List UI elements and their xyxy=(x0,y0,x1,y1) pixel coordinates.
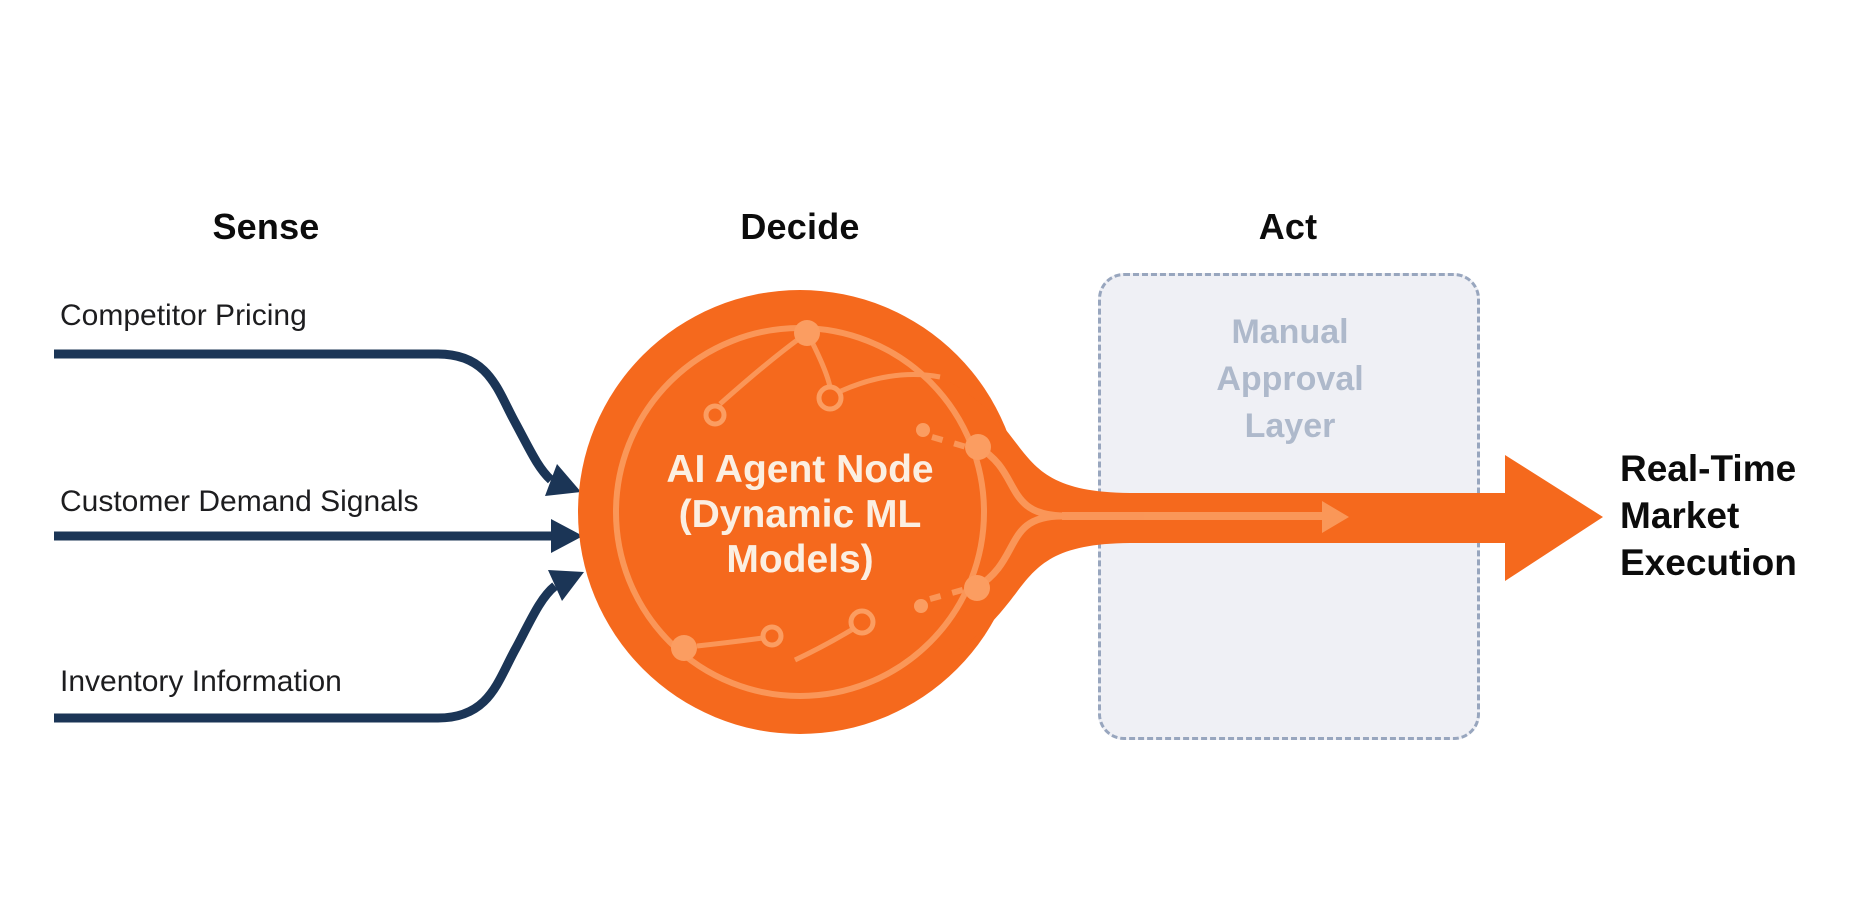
circuit-ring xyxy=(760,624,784,648)
agent-node-circle xyxy=(578,290,1022,734)
agent-node-label: AI Agent Node (Dynamic ML Models) xyxy=(666,448,934,581)
circuit-curve xyxy=(793,626,855,663)
circuit-dot xyxy=(965,434,991,460)
output-label-real-time-market-execution: Real-Time Market Execution xyxy=(1620,448,1797,583)
inventory-connector xyxy=(54,582,558,723)
circuit-ring xyxy=(703,403,727,427)
circuit-dot xyxy=(964,575,990,601)
inner-flow-arrowhead right-arrow-icon xyxy=(1322,501,1349,533)
input-label-customer-demand-signals: Customer Demand Signals xyxy=(60,485,419,518)
fork-bottom-curve xyxy=(975,512,1063,590)
circuit-dot xyxy=(794,320,820,346)
circuit-dashed-link xyxy=(931,434,971,451)
circuit-ring xyxy=(816,384,844,412)
circuit-dashed-link xyxy=(929,586,967,602)
circuit-curve xyxy=(839,372,941,394)
circuit-ring xyxy=(848,608,876,636)
fork-top-curve xyxy=(976,443,1063,520)
input-label-inventory-information: Inventory Information xyxy=(60,665,342,698)
circuit-curve xyxy=(718,335,802,406)
right-arrow-icon xyxy=(548,570,584,601)
input-connectors xyxy=(54,349,558,723)
competitor-pricing-connector xyxy=(54,349,555,484)
heading-sense: Sense xyxy=(212,206,320,247)
circuit-curve xyxy=(696,635,764,649)
right-arrow-icon xyxy=(551,519,583,553)
circuit-dot xyxy=(671,635,697,661)
circuit-dot-small xyxy=(914,599,928,613)
manual-approval-layer-label: Manual Approval Layer xyxy=(1216,313,1364,445)
node-circuit-dots xyxy=(671,320,991,661)
right-arrow-icon xyxy=(545,464,581,496)
node-circuit-rings xyxy=(703,384,876,648)
input-label-competitor-pricing: Competitor Pricing xyxy=(60,299,307,332)
circuit-dot-small xyxy=(916,423,930,437)
input-arrowheads xyxy=(545,464,584,601)
heading-decide: Decide xyxy=(740,206,860,247)
circuit-curve xyxy=(809,340,833,388)
heading-act: Act xyxy=(1258,206,1318,247)
